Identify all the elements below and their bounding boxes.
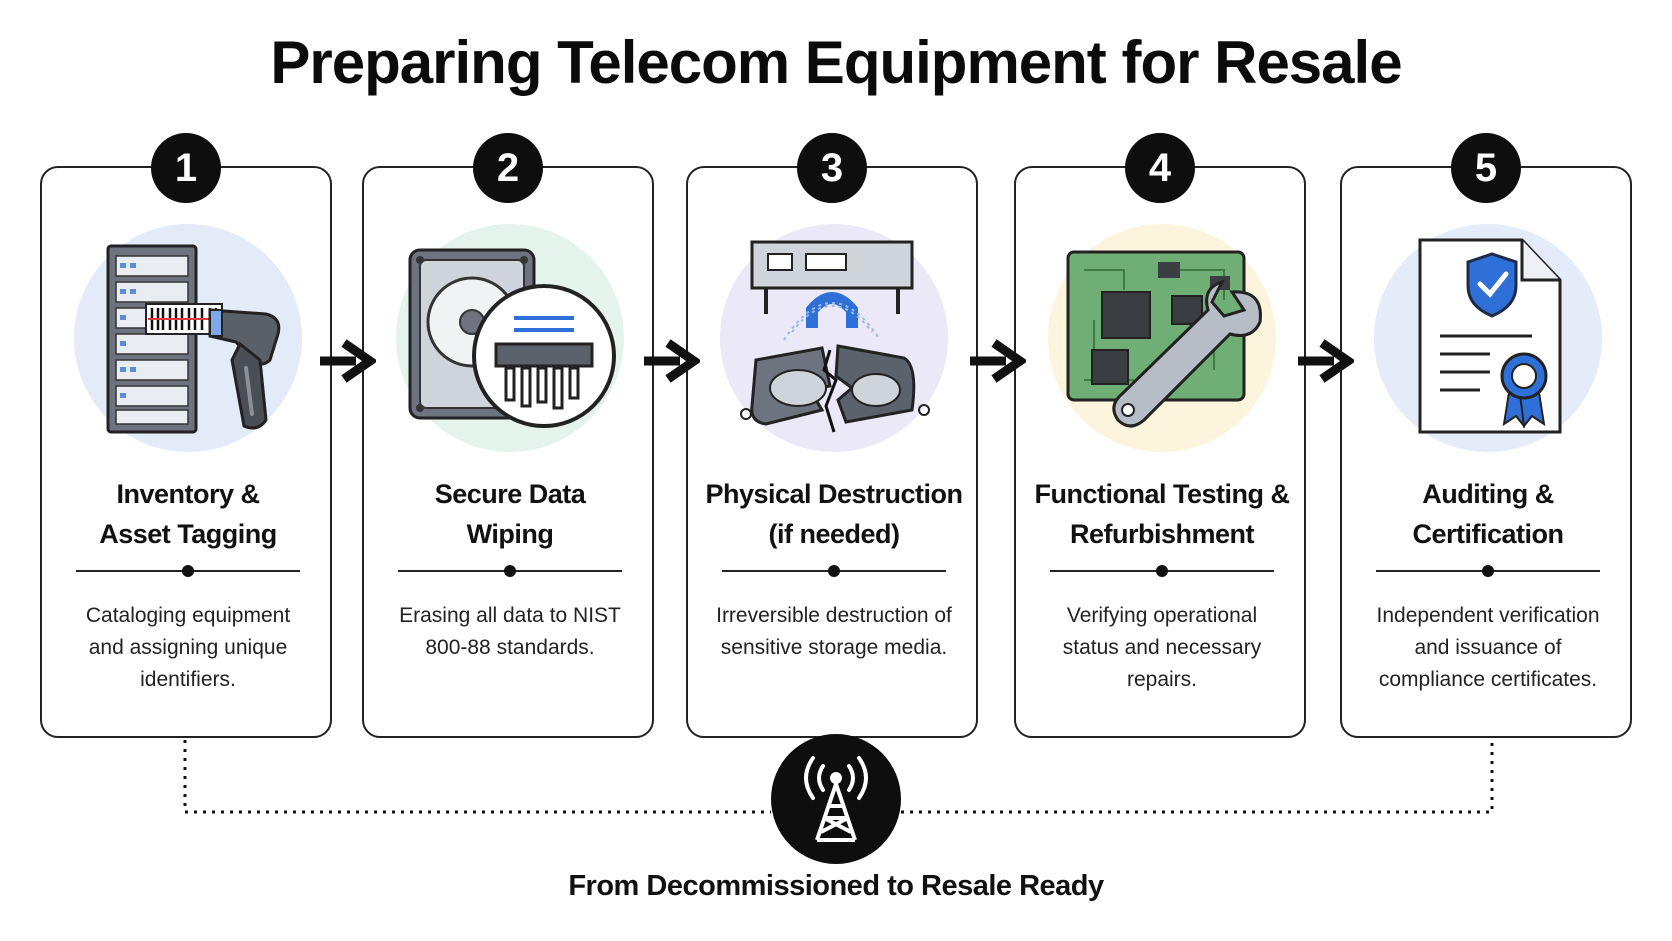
circuit-board-wrench-icon: [1048, 224, 1276, 452]
certificate-shield-ribbon-icon: [1374, 224, 1602, 452]
step-card-4: 4 Functional Testing &Refurbishment Veri…: [1014, 133, 1306, 738]
step-number-badge: 1: [151, 133, 221, 203]
arrow-right-icon: [1298, 339, 1354, 383]
broken-hard-drive-magnet-icon: [720, 224, 948, 452]
step-card-5: 5 Auditing &Certification Independent ve…: [1340, 133, 1632, 738]
step-number-badge: 5: [1451, 133, 1521, 203]
step-title: Physical Destruction(if needed): [705, 479, 963, 549]
step-divider: [76, 565, 300, 577]
hard-drive-shredder-icon: [396, 224, 624, 452]
server-rack-barcode-scanner-icon: [74, 224, 302, 452]
step-description: Verifying operational status and necessa…: [1062, 604, 1262, 691]
step-divider: [1376, 565, 1600, 577]
page-title: Preparing Telecom Equipment for Resale: [270, 29, 1402, 96]
step-description: Cataloging equipment and assigning uniqu…: [85, 604, 291, 691]
footer-caption: From Decommissioned to Resale Ready: [568, 870, 1104, 902]
arrow-right-icon: [644, 339, 700, 383]
step-divider: [1050, 565, 1274, 577]
arrow-right-icon: [320, 339, 376, 383]
cell-tower-icon: [771, 734, 901, 864]
step-description: Independent verification and issuance of…: [1376, 604, 1600, 691]
step-divider: [398, 565, 622, 577]
step-title: Inventory &Asset Tagging: [99, 479, 277, 549]
step-divider: [722, 565, 946, 577]
step-number-badge: 4: [1125, 133, 1195, 203]
step-description: Erasing all data to NIST 800-88 standard…: [399, 604, 621, 659]
step-number-badge: 2: [473, 133, 543, 203]
step-number-badge: 3: [797, 133, 867, 203]
arrow-right-icon: [970, 339, 1026, 383]
step-title: Auditing &Certification: [1412, 479, 1564, 549]
step-title: Functional Testing &Refurbishment: [1034, 479, 1291, 549]
step-description: Irreversible destruction of sensitive st…: [716, 604, 952, 659]
step-card-1: 1: [40, 133, 332, 738]
